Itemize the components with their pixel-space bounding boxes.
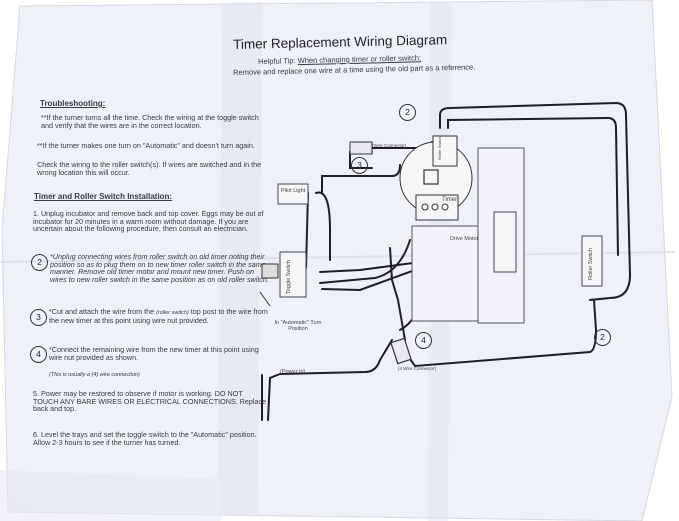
automatic-pointer [259,291,271,307]
install-step-4: *Connect the remaining wire from the new… [49,345,259,362]
label-wire-connector-top: (Wire Connector) [372,143,407,148]
troubleshooting-heading: Troubleshooting: [40,99,106,108]
label-pilot-light: Pilot Light [281,188,306,194]
timer-switch-block [432,135,458,167]
install-step-3: *Cut and attach the wire from the (rolle… [49,308,274,324]
diagram-callout-4: 4 [415,332,432,349]
diagram-callout-2-top: 2 [399,104,416,121]
step-3-callout: 3 [30,309,47,326]
installation-heading: Timer and Roller Switch Installation: [34,192,173,201]
roller-switch-body [581,235,603,287]
label-wire-connector-bottom: (4 Wire Connector) [398,366,437,371]
install-step-3-b: top post to the wire from the new timer … [49,307,268,325]
diagram-callout-3: 3 [351,157,368,174]
gearbox [493,211,517,273]
install-step-6: 6. Level the trays and set the toggle sw… [33,430,257,447]
connector-4-body [390,337,412,365]
install-step-5: 5. Power may be restored to observe if m… [33,389,267,414]
pilot-light-body [277,183,309,205]
install-step-1: 1. Unplug incubator and remove back and … [33,209,264,234]
step-2-callout: 2 [31,254,48,271]
troubleshooting-item-2b: Check the wiring to the roller switch(s)… [37,160,262,177]
step-4-callout: 4 [30,346,47,363]
install-step-3-a: *Cut and attach the wire from the [49,307,157,316]
label-timer-switch: Roller Switch [437,136,442,160]
toggle-lever [261,263,279,279]
connector-top-body [349,141,373,155]
wire-connector-block [423,169,439,185]
toggle-switch-body [279,251,307,298]
label-timer: Timer [442,197,458,203]
install-step-2: *Unplug connecting wires from roller swi… [50,252,269,284]
label-toggle-switch: Toggle Switch [286,260,292,294]
label-power-in: (Power In) [280,369,306,375]
install-step-4-note: (This is usually a (4) wire connection) [49,372,140,378]
label-automatic: In "Automatic" Turn Position [274,320,322,332]
label-drive-motor: Drive Motor [450,236,479,242]
troubleshooting-item-2: **If the turner makes one turn on "Autom… [37,141,255,150]
diagram-callout-2-bottom: 2 [594,329,611,346]
label-roller-switch: Roller Switch [588,247,594,280]
install-step-3-small: (roller switch) [156,310,189,316]
troubleshooting-item-1: **If the turner turns all the time. Chec… [41,113,259,130]
